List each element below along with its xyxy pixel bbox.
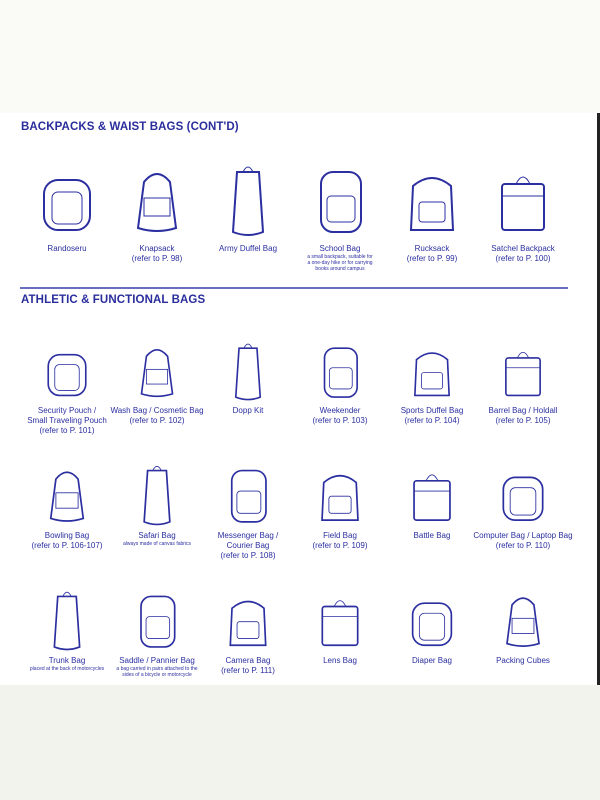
bag-item: Army Duffel Bag — [193, 160, 303, 254]
security-pouch-icon — [47, 353, 87, 397]
bag-note: placed at the back of motorcycles — [29, 666, 105, 672]
school-bag-icon — [320, 171, 362, 233]
bag-item: Messenger Bag / Courier Bag (refer to P.… — [193, 462, 303, 561]
safari-bag-icon — [143, 465, 171, 526]
battle-bag-icon — [413, 474, 451, 522]
bag-item: Wash Bag / Cosmetic Bag (refer to P. 102… — [102, 340, 212, 426]
bag-name: Camera Bag (refer to P. 111) — [221, 656, 275, 675]
section-heading-backpacks: BACKPACKS & WAIST BAGS (CONT'D) — [21, 121, 239, 133]
bag-name: Trunk Bag — [48, 656, 86, 665]
bag-item: Barrel Bag / Holdall (refer to P. 105) — [468, 340, 578, 426]
bowling-bag-icon — [49, 471, 85, 522]
bag-name: Army Duffel Bag — [218, 244, 278, 253]
bag-item: Security Pouch / Small Traveling Pouch (… — [12, 340, 122, 436]
catalog-page — [0, 113, 600, 685]
bag-name: Dopp Kit — [232, 406, 264, 415]
satchel-backpack-icon — [501, 176, 545, 231]
trunk-bag-icon — [53, 591, 81, 651]
bag-item: Rucksack (refer to P. 99) — [377, 160, 487, 264]
bag-name: Randoseru — [47, 244, 87, 253]
bag-name: Field Bag (refer to P. 109) — [312, 531, 368, 550]
weekender-icon — [323, 347, 358, 398]
bag-name: Knapsack (refer to P. 98) — [131, 244, 183, 263]
bag-item: Packing Cubes — [468, 588, 578, 666]
bag-name: Sports Duffel Bag (refer to P. 104) — [400, 406, 464, 425]
bag-name: Rucksack (refer to P. 99) — [406, 244, 458, 263]
army-duffel-bag-icon — [231, 166, 265, 236]
scan-margin — [0, 0, 600, 113]
bag-item: Dopp Kit — [193, 340, 303, 416]
bag-name: Barrel Bag / Holdall (refer to P. 105) — [488, 406, 558, 425]
bag-item: Diaper Bag — [377, 588, 487, 666]
bag-name: Messenger Bag / Courier Bag (refer to P.… — [217, 531, 279, 560]
sports-duffel-bag-icon — [414, 352, 450, 397]
bag-item: Bowling Bag (refer to P. 106-107) — [12, 462, 122, 551]
lens-bag-icon — [321, 600, 359, 647]
section-divider — [20, 287, 568, 289]
diaper-bag-icon — [411, 602, 453, 647]
bag-item: Saddle / Pannier Bag a bag carried in pa… — [102, 588, 212, 678]
bag-name: Battle Bag — [413, 531, 451, 540]
bag-note: a bag carried in pairs attached to the s… — [116, 666, 198, 678]
bag-name: School Bag — [319, 244, 361, 253]
bag-item: Weekender (refer to P. 103) — [285, 340, 395, 426]
bag-note: a small backpack, suitable for a one-day… — [307, 254, 373, 272]
bag-item: Safari Bag always made of canvas fabrics — [102, 462, 212, 547]
bag-name: Security Pouch / Small Traveling Pouch (… — [27, 406, 107, 435]
bag-name: Safari Bag — [138, 531, 176, 540]
packing-cubes-icon — [506, 597, 540, 647]
bag-name: Packing Cubes — [496, 656, 550, 665]
bag-item: Randoseru — [12, 160, 122, 254]
bag-name: Computer Bag / Laptop Bag (refer to P. 1… — [473, 531, 573, 550]
bag-item: Satchel Backpack (refer to P. 100) — [468, 160, 578, 264]
laptop-bag-icon — [502, 476, 544, 522]
messenger-bag-icon — [230, 469, 267, 523]
bag-name: Saddle / Pannier Bag — [119, 656, 195, 665]
bag-name: Satchel Backpack (refer to P. 100) — [491, 244, 555, 263]
bag-item: Knapsack (refer to P. 98) — [102, 160, 212, 264]
wash-bag-icon — [140, 348, 174, 398]
pannier-bag-icon — [140, 595, 176, 648]
bag-item: School Bag a small backpack, suitable fo… — [285, 160, 395, 272]
bag-name: Lens Bag — [323, 656, 357, 665]
field-bag-icon — [321, 474, 359, 522]
bag-name: Diaper Bag — [411, 656, 453, 665]
bag-item: Trunk Bag placed at the back of motorcyc… — [12, 588, 122, 672]
bag-item: Sports Duffel Bag (refer to P. 104) — [377, 340, 487, 426]
knapsack-icon — [136, 173, 178, 232]
bag-item: Lens Bag — [285, 588, 395, 666]
bag-item: Battle Bag — [377, 462, 487, 541]
camera-bag-icon — [229, 600, 267, 647]
rucksack-icon — [409, 177, 455, 231]
bag-item: Computer Bag / Laptop Bag (refer to P. 1… — [468, 462, 578, 551]
section-heading-athletic: ATHLETIC & FUNCTIONAL BAGS — [21, 294, 206, 306]
bag-name: Weekender (refer to P. 103) — [312, 406, 368, 425]
bag-name: Wash Bag / Cosmetic Bag (refer to P. 102… — [110, 406, 204, 425]
bag-name: Bowling Bag (refer to P. 106-107) — [31, 531, 103, 550]
bag-note: always made of canvas fabrics — [122, 541, 192, 547]
bag-item: Field Bag (refer to P. 109) — [285, 462, 395, 551]
bag-item: Camera Bag (refer to P. 111) — [193, 588, 303, 676]
randoseru-icon — [43, 179, 91, 231]
barrel-bag-icon — [505, 351, 541, 397]
dopp-kit-icon — [234, 343, 262, 401]
